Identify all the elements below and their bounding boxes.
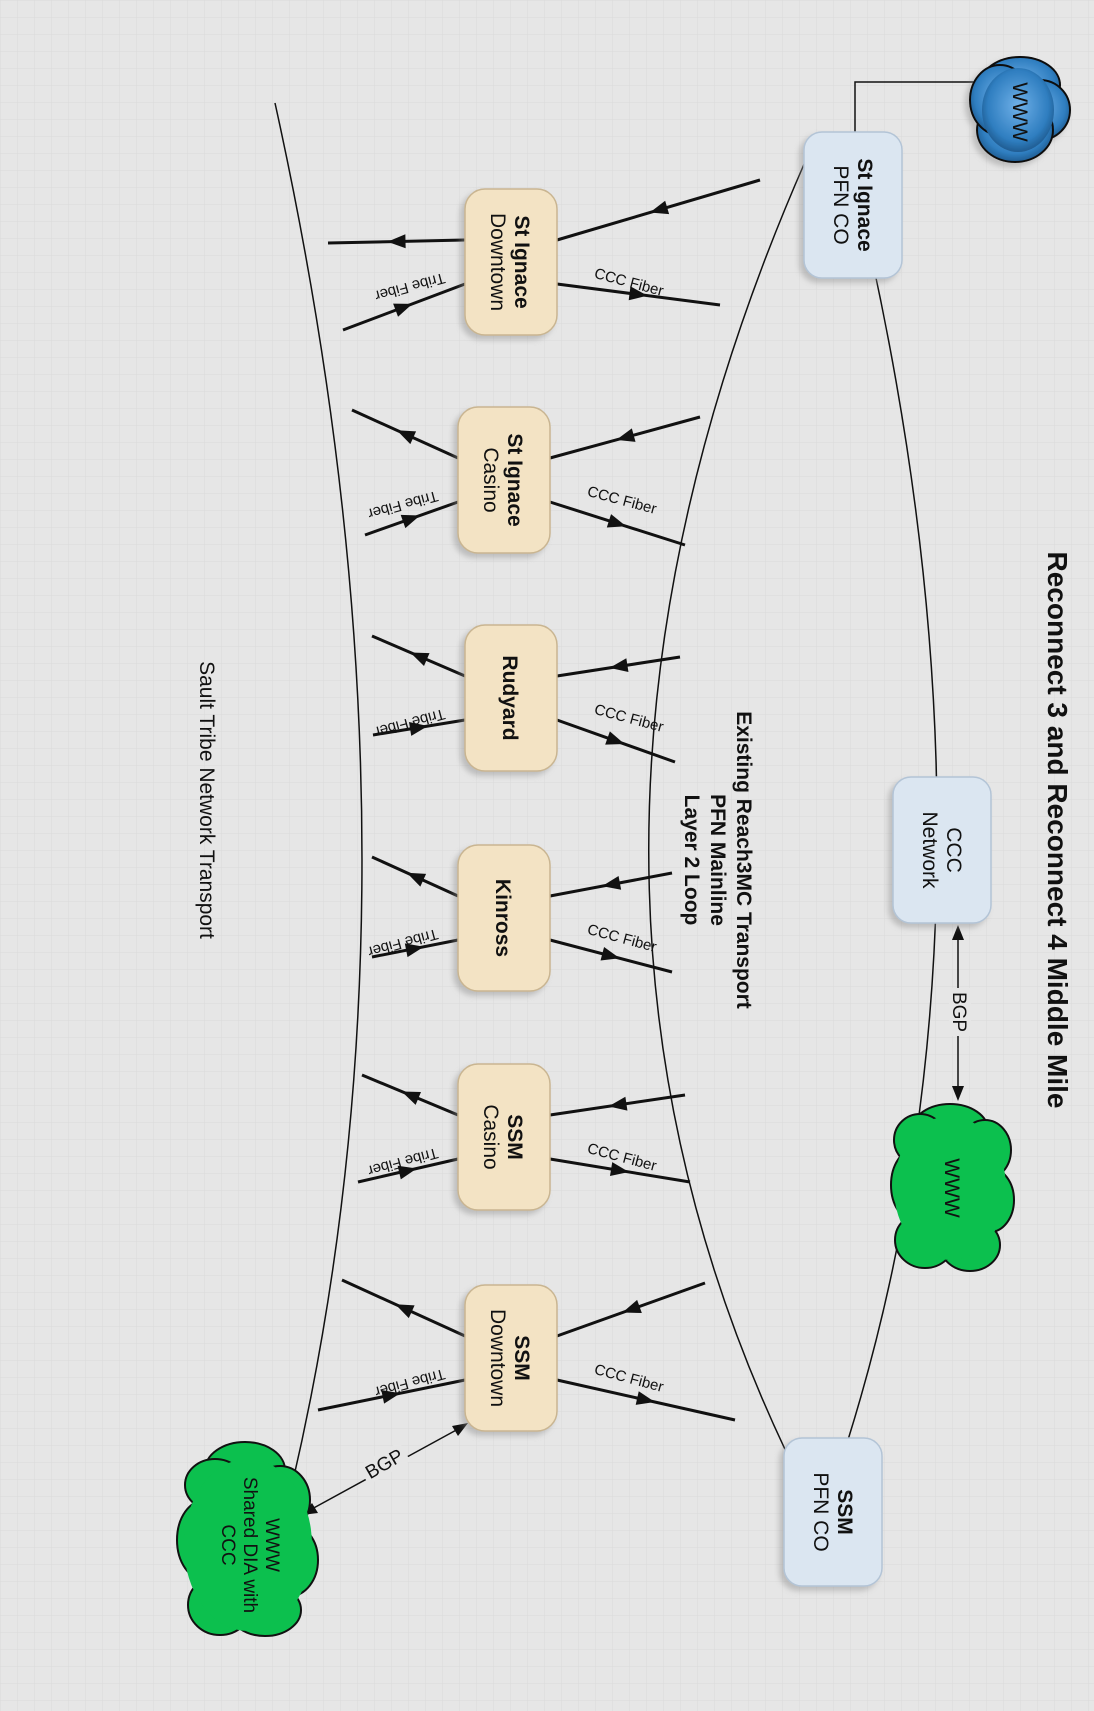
ccc-fiber-out-4 <box>549 1157 691 1184</box>
pfn-inner-loop <box>648 161 811 1501</box>
ccc-network-line2: Network <box>918 811 941 889</box>
www-link-line <box>854 81 985 134</box>
st-ignace-pfn-line1: St Ignace <box>853 158 876 251</box>
site-node-subtitle-0: Downtown <box>486 213 509 311</box>
ccc-fiber-in-1 <box>549 415 701 460</box>
cloud-shared-dia[interactable]: WWW Shared DIA with CCC <box>176 1441 319 1637</box>
site-node-title-2: Rudyard <box>498 655 521 740</box>
transport-label-line3: Layer 2 Loop <box>680 795 703 926</box>
site-node-title-1: St Ignace <box>503 433 526 526</box>
tribe-fiber-in-3 <box>371 938 459 959</box>
ccc-fiber-in-2 <box>556 655 681 678</box>
tribe-fiber-out-1 <box>351 408 459 460</box>
site-node-title-4: SSM <box>503 1114 526 1160</box>
transport-label-line1: Existing Reach3MC Transport <box>732 711 755 1009</box>
shared-dia-line1: WWW <box>261 1518 282 1572</box>
ccc-fiber-out-0 <box>556 282 721 307</box>
tribe-fiber-out-2 <box>371 634 466 678</box>
node-st-ignace-pfn-co[interactable]: St Ignace PFN CO <box>803 131 903 279</box>
tribe-fiber-in-4 <box>357 1157 459 1184</box>
tribe-fiber-out-5 <box>341 1278 466 1338</box>
node-ccc-network[interactable]: CCC Network <box>892 776 992 924</box>
diagram-title: Reconnect 3 and Reconnect 4 Middle Mile <box>1042 551 1073 1108</box>
ccc-bgp-label: BGP <box>948 992 969 1032</box>
ssm-pfn-line1: SSM <box>833 1489 856 1535</box>
cloud-www-blue-label: WWW <box>1008 82 1031 142</box>
tribe-fiber-in-5 <box>317 1378 466 1412</box>
site-node-title-3: Kinross <box>491 879 514 957</box>
cloud-www-blue[interactable]: WWW <box>969 56 1071 163</box>
shared-dia-line3: CCC <box>217 1524 238 1565</box>
ccc-fiber-out-5 <box>556 1378 736 1422</box>
site-node-subtitle-5: Downtown <box>486 1309 509 1407</box>
ssm-pfn-line2: PFN CO <box>809 1472 832 1551</box>
tribe-fiber-in-1 <box>364 500 459 537</box>
tribe-fiber-in-0 <box>342 282 466 332</box>
transport-label-line2: PFN Mainline <box>706 794 729 926</box>
ccc-fiber-out-2 <box>556 718 676 764</box>
ccc-fiber-out-3 <box>549 938 673 974</box>
site-node-title-0: St Ignace <box>510 215 533 308</box>
ccc-fiber-in-0 <box>556 178 761 242</box>
tribe-network-label: Sault Tribe Network Transport <box>195 661 218 939</box>
ccc-network-line1: CCC <box>942 827 965 873</box>
node-ssm-pfn-co[interactable]: SSM PFN CO <box>783 1437 883 1587</box>
cloud-www-green-ccc-label: WWW <box>940 1158 963 1218</box>
tribe-fiber-out-4 <box>361 1073 459 1117</box>
site-node-title-5: SSM <box>510 1335 533 1381</box>
tribe-fiber-out-0 <box>327 234 466 249</box>
site-node-subtitle-4: Casino <box>479 1104 502 1169</box>
tribe-fiber-out-3 <box>371 855 459 898</box>
site-node-subtitle-1: Casino <box>479 447 502 512</box>
ccc-fiber-in-5 <box>556 1281 706 1338</box>
tribe-fiber-in-2 <box>372 718 466 737</box>
ccc-fiber-in-3 <box>549 871 673 898</box>
tribe-loop <box>274 102 363 1486</box>
site-node-2[interactable]: Rudyard <box>464 624 558 772</box>
cloud-www-green-ccc[interactable]: WWW <box>890 1103 1015 1272</box>
st-ignace-pfn-line2: PFN CO <box>829 165 852 244</box>
site-node-3[interactable]: Kinross <box>457 844 551 992</box>
shared-dia-line2: Shared DIA with <box>239 1477 260 1613</box>
ccc-fiber-in-4 <box>549 1093 686 1117</box>
ccc-fiber-out-1 <box>549 500 686 547</box>
